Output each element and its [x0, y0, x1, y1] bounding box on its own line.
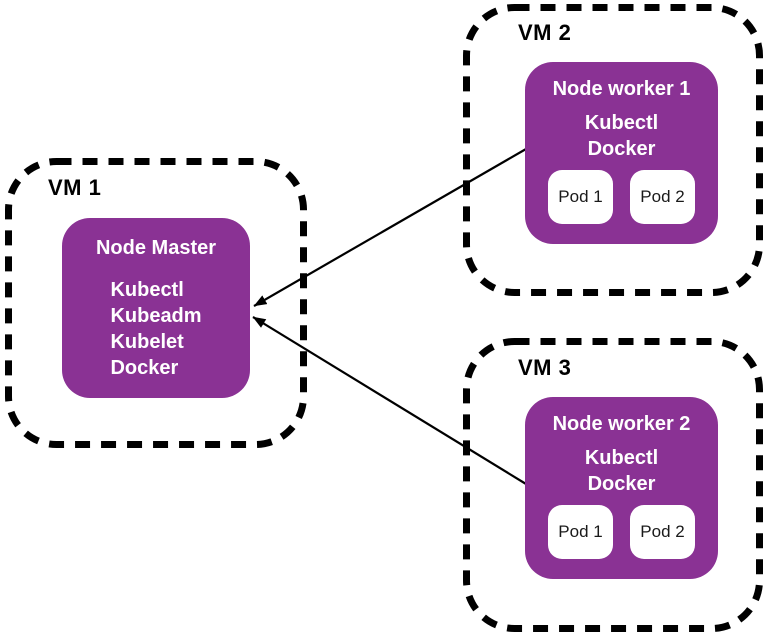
- node-master-component: Kubeadm: [110, 305, 202, 327]
- pod-2: Pod 2: [630, 505, 695, 559]
- vm-2-label: VM 2: [518, 20, 572, 45]
- vm-1: VM 1 Node Master Kubectl Kubeadm Kubelet…: [5, 158, 307, 448]
- node-worker-1-pod-row: Pod 1 Pod 2: [525, 170, 718, 224]
- pod-2: Pod 2: [630, 170, 695, 224]
- pod-2-label: Pod 2: [640, 187, 685, 206]
- pod-1: Pod 1: [548, 170, 613, 224]
- node-master-title: Node Master: [95, 237, 217, 259]
- node-worker-2-components: Kubectl Docker: [525, 445, 718, 497]
- node-master-component: Docker: [110, 357, 179, 379]
- node-worker-2: Node worker 2 Kubectl Docker Pod 1 Pod 2: [525, 397, 718, 579]
- node-worker-1-components: Kubectl Docker: [525, 110, 718, 162]
- node-worker-1-component: Kubectl: [584, 112, 659, 134]
- node-worker-2-component: Kubectl: [584, 447, 659, 469]
- vm-1-label: VM 1: [48, 175, 102, 200]
- pod-2-label: Pod 2: [640, 522, 685, 541]
- vm-3: VM 3 Node worker 2 Kubectl Docker Pod 1 …: [463, 338, 763, 632]
- pod-1-label: Pod 1: [558, 187, 603, 206]
- node-master-component: Kubelet: [110, 331, 184, 353]
- node-worker-1-component: Docker: [587, 138, 656, 160]
- vm-2: VM 2 Node worker 1 Kubectl Docker Pod 1 …: [463, 4, 763, 296]
- node-worker-2-title: Node worker 2: [552, 413, 691, 435]
- vm-3-label: VM 3: [518, 355, 572, 380]
- node-worker-1: Node worker 1 Kubectl Docker Pod 1 Pod 2: [525, 62, 718, 244]
- node-worker-2-component: Docker: [587, 473, 656, 495]
- node-worker-2-pod-row: Pod 1 Pod 2: [525, 505, 718, 559]
- node-master-components: Kubectl Kubeadm Kubelet Docker: [110, 277, 201, 381]
- node-worker-1-title: Node worker 1: [552, 78, 691, 100]
- pod-1: Pod 1: [548, 505, 613, 559]
- pod-1-label: Pod 1: [558, 522, 603, 541]
- node-master-component: Kubectl: [110, 279, 184, 301]
- node-master: Node Master Kubectl Kubeadm Kubelet Dock…: [62, 218, 250, 398]
